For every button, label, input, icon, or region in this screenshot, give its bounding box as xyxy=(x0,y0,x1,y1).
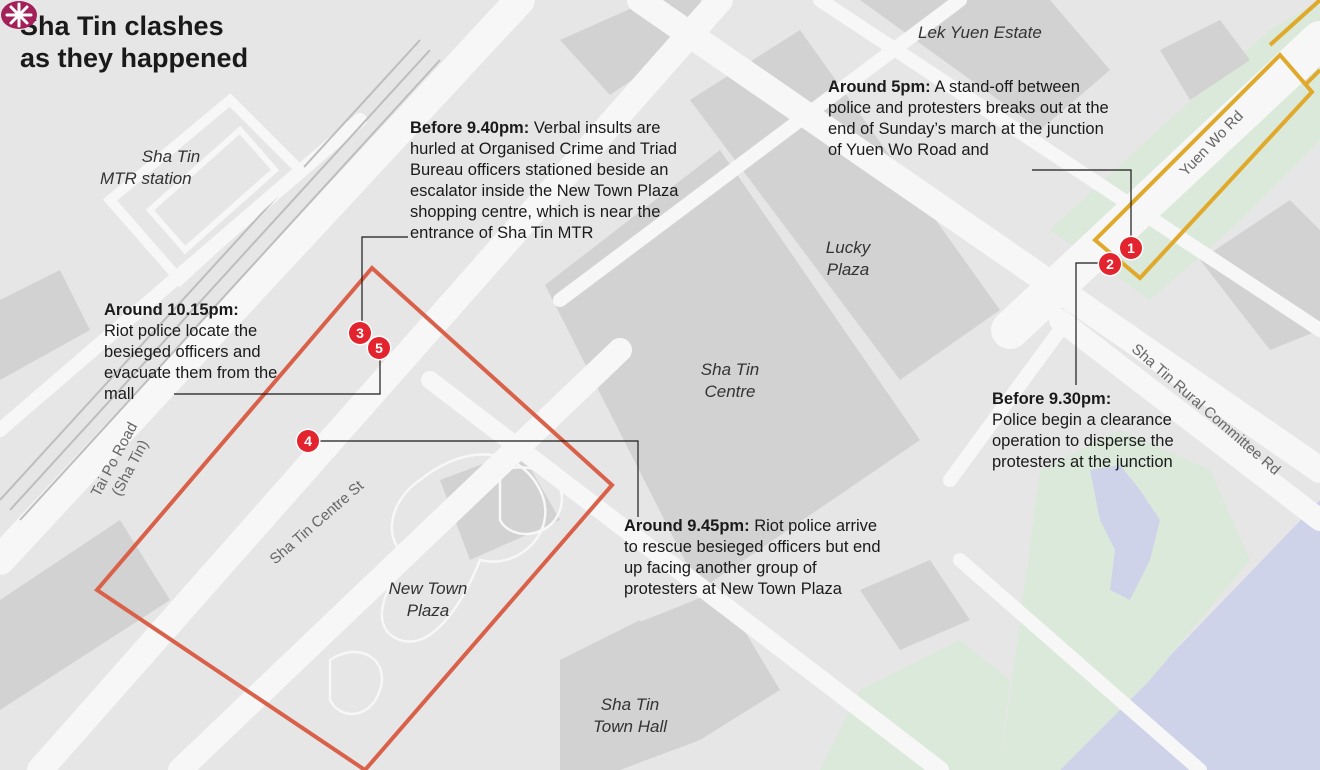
road xyxy=(553,0,967,307)
place-label-text: Centre xyxy=(704,382,756,401)
event-text: Riot police arrive to rescue besieged of… xyxy=(624,517,881,598)
mtr-station-outline xyxy=(145,125,280,255)
rail-track xyxy=(19,59,441,521)
rail-track xyxy=(0,39,421,501)
event-note-3: Before 9.40pm: Verbal insults are hurled… xyxy=(410,118,710,244)
event-marker-5: 5 xyxy=(368,337,390,359)
mtr-station-outline xyxy=(102,93,308,288)
mall-interior-outline xyxy=(380,453,547,643)
event-marker-2: 2 xyxy=(1099,253,1121,275)
leader-line-4 xyxy=(318,440,639,517)
event-marker-4: 4 xyxy=(297,430,319,452)
road xyxy=(953,553,1207,770)
place-label-text: Plaza xyxy=(406,601,450,620)
building-block xyxy=(560,620,700,770)
event-time: Before 9.40pm: xyxy=(410,119,530,137)
road xyxy=(168,338,632,770)
road xyxy=(421,371,949,770)
event-note-5: Around 10.15pm: Riot police locate the b… xyxy=(104,300,294,405)
event-time: Around 10.15pm: xyxy=(104,301,239,319)
park-area xyxy=(820,640,1010,770)
map-title-line: as they happened xyxy=(20,43,249,73)
place-label-mtr-station: Sha Tin MTR station xyxy=(100,146,240,190)
place-label-lucky-plaza: Lucky Plaza xyxy=(808,237,888,281)
mall-interior-outline xyxy=(328,650,384,716)
place-label-text: Sha Tin xyxy=(600,695,660,714)
building-block xyxy=(545,150,920,590)
event-text: Police begin a clearance operation to di… xyxy=(992,411,1174,471)
place-label-sha-tin-town-hall: Sha Tin Town Hall xyxy=(580,694,680,738)
leader-line-3 xyxy=(361,236,408,322)
place-label-sha-tin-centre: Sha Tin Centre xyxy=(690,359,770,403)
place-label-text: Town Hall xyxy=(592,717,668,736)
event-text: Riot police locate the besieged officers… xyxy=(104,322,278,403)
event-text: Verbal insults are hurled at Organised C… xyxy=(410,119,679,242)
building-block xyxy=(1160,20,1250,100)
place-label-lek-yuen-estate: Lek Yuen Estate xyxy=(918,22,1042,44)
mtr-logo-icon xyxy=(1,1,37,29)
yuen-wo-road-highlight xyxy=(1092,52,1315,281)
yuen-wo-road-highlight-edge xyxy=(1303,68,1320,87)
event-text: A stand-off between police and protester… xyxy=(828,78,1109,159)
map-title-line: Sha Tin clashes xyxy=(20,11,224,41)
road xyxy=(1049,309,1320,531)
leader-line-1 xyxy=(1032,169,1132,240)
building-block xyxy=(860,560,970,650)
building-block xyxy=(0,270,90,380)
park-area xyxy=(1000,430,1250,770)
event-time: Before 9.30pm: xyxy=(992,390,1112,408)
place-label-text: Lucky xyxy=(825,238,871,257)
new-town-plaza-highlight xyxy=(94,265,615,770)
building-block xyxy=(0,520,170,710)
map-title: Sha Tin clashes as they happened xyxy=(20,10,248,74)
event-note-4: Around 9.45pm: Riot police arrive to res… xyxy=(624,516,884,600)
road xyxy=(627,0,1320,483)
leader-line-2 xyxy=(1075,262,1110,385)
pond-water xyxy=(1090,465,1160,600)
yuen-wo-road-highlight-edge xyxy=(1268,0,1320,47)
place-label-text: Lek Yuen Estate xyxy=(918,23,1042,42)
road xyxy=(991,21,1320,349)
leader-line-5 xyxy=(174,358,381,395)
mall-interior-outline xyxy=(498,466,564,536)
place-label-new-town-plaza: New Town Plaza xyxy=(378,578,478,622)
event-time: Around 9.45pm: xyxy=(624,517,750,535)
road xyxy=(943,323,1067,487)
rail-track xyxy=(9,49,431,511)
building-block xyxy=(690,30,1000,380)
place-label-text: Sha Tin xyxy=(141,147,201,166)
road xyxy=(0,0,535,575)
place-label-text: Plaza xyxy=(826,260,870,279)
place-label-text: Sha Tin xyxy=(700,360,760,379)
event-marker-1: 1 xyxy=(1120,237,1142,259)
event-time: Around 5pm: xyxy=(828,78,931,96)
place-label-text: MTR station xyxy=(100,169,192,188)
event-note-2: Before 9.30pm: Police begin a clearance … xyxy=(992,389,1212,473)
road xyxy=(813,0,1320,337)
event-marker-3: 3 xyxy=(349,322,371,344)
place-label-text: New Town xyxy=(388,579,468,598)
event-note-1: Around 5pm: A stand-off between police a… xyxy=(828,77,1118,161)
